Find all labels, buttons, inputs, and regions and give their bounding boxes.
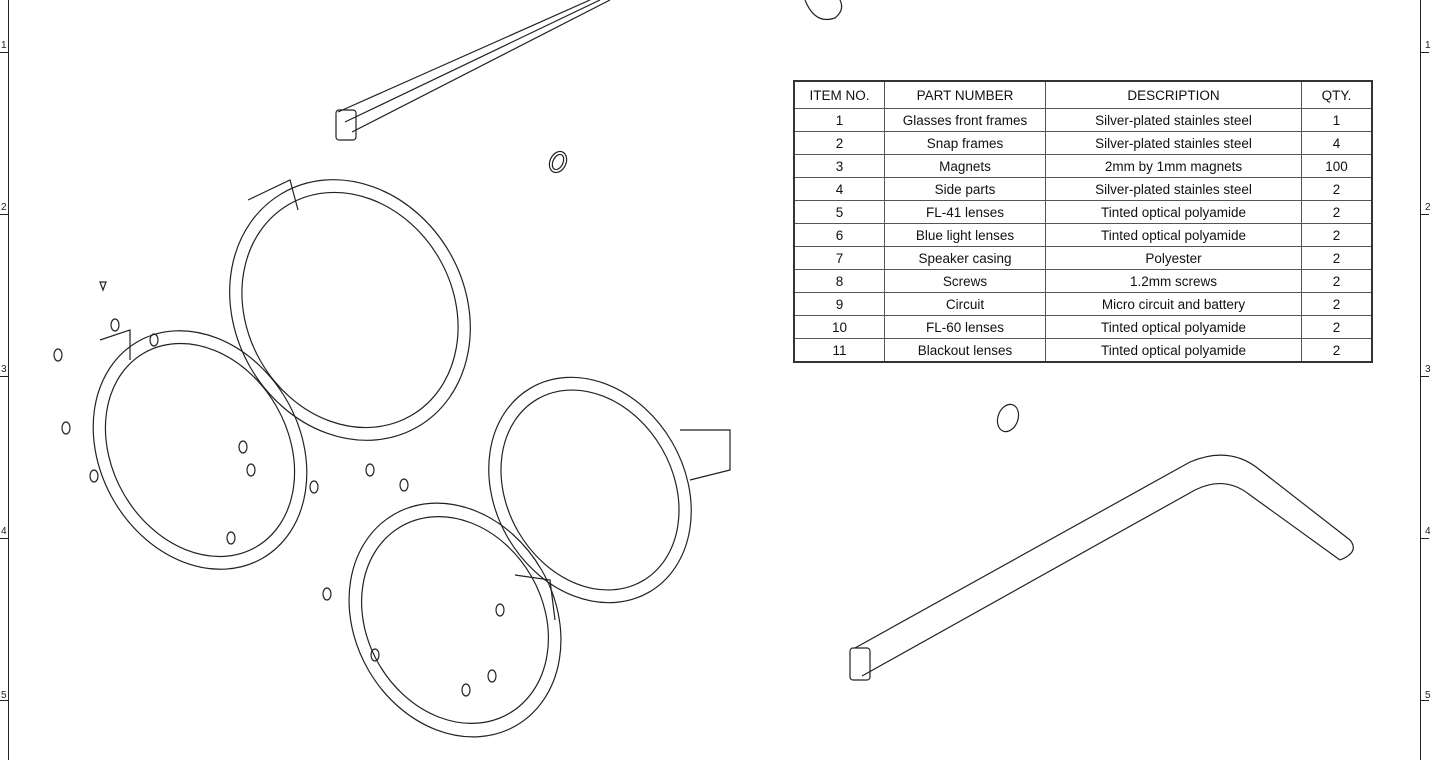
cell-description: Tinted optical polyamide (1045, 338, 1302, 363)
cell-qty: 2 (1301, 200, 1373, 224)
cell-description: Micro circuit and battery (1045, 292, 1302, 316)
front-frame-back (229, 179, 731, 604)
cell-qty: 2 (1301, 246, 1373, 270)
zone-label-right: 5 (1425, 690, 1431, 701)
front-frame-front (92, 329, 562, 738)
zone-divider (0, 214, 8, 215)
zone-label-left: 2 (1, 202, 7, 213)
cell-qty: 1 (1301, 108, 1373, 132)
cell-description: Tinted optical polyamide (1045, 223, 1302, 247)
header-qty: QTY. (1301, 80, 1373, 109)
cell-qty: 100 (1301, 154, 1373, 178)
cell-qty: 2 (1301, 315, 1373, 339)
zone-label-left: 3 (1, 364, 7, 375)
cell-description: 2mm by 1mm magnets (1045, 154, 1302, 178)
magnets (53, 318, 505, 697)
drawing-border-right (1420, 0, 1421, 760)
cell-part-number: Speaker casing (884, 246, 1046, 270)
zone-divider (1421, 52, 1429, 53)
cell-part-number: Glasses front frames (884, 108, 1046, 132)
cell-item-no: 2 (793, 131, 885, 155)
cell-description: Silver-plated stainles steel (1045, 131, 1302, 155)
cell-part-number: Snap frames (884, 131, 1046, 155)
cell-qty: 2 (1301, 269, 1373, 293)
temple-arm-top (335, 0, 611, 141)
zone-divider (0, 700, 8, 701)
cell-item-no: 11 (793, 338, 885, 363)
temple-arm-bottom (849, 454, 1354, 681)
cell-qty: 2 (1301, 292, 1373, 316)
cell-description: Silver-plated stainles steel (1045, 108, 1302, 132)
circuit-disc (996, 403, 1020, 433)
cell-description: 1.2mm screws (1045, 269, 1302, 293)
header-item-no: ITEM NO. (793, 80, 885, 109)
screw (99, 281, 107, 292)
cell-part-number: FL-60 lenses (884, 315, 1046, 339)
zone-divider (0, 376, 8, 377)
header-part-number: PART NUMBER (884, 80, 1046, 109)
magnet-ring-inner (551, 153, 565, 171)
cell-item-no: 10 (793, 315, 885, 339)
cell-item-no: 7 (793, 246, 885, 270)
table-header-row: ITEM NO. PART NUMBER DESCRIPTION QTY. (793, 80, 1373, 109)
header-description: DESCRIPTION (1045, 80, 1302, 109)
cell-part-number: Magnets (884, 154, 1046, 178)
cell-item-no: 1 (793, 108, 885, 132)
cell-part-number: Screws (884, 269, 1046, 293)
cell-description: Tinted optical polyamide (1045, 315, 1302, 339)
zone-label-left: 5 (1, 690, 7, 701)
zone-divider (1421, 700, 1429, 701)
zone-label-left: 4 (1, 526, 7, 537)
zone-label-left: 1 (1, 40, 7, 51)
cell-part-number: Blue light lenses (884, 223, 1046, 247)
cell-part-number: Blackout lenses (884, 338, 1046, 363)
zone-divider (1421, 538, 1429, 539)
zone-divider (0, 538, 8, 539)
cell-item-no: 9 (793, 292, 885, 316)
cell-item-no: 8 (793, 269, 885, 293)
cell-part-number: FL-41 lenses (884, 200, 1046, 224)
zone-label-right: 4 (1425, 526, 1431, 537)
drawing-border-left (8, 0, 9, 760)
speaker-casing-top (804, 0, 843, 21)
magnet-ring (548, 150, 568, 174)
cell-item-no: 4 (793, 177, 885, 201)
cell-description: Silver-plated stainles steel (1045, 177, 1302, 201)
zone-divider (1421, 214, 1429, 215)
cell-description: Tinted optical polyamide (1045, 200, 1302, 224)
cell-qty: 2 (1301, 223, 1373, 247)
cell-part-number: Side parts (884, 177, 1046, 201)
zone-label-right: 3 (1425, 364, 1431, 375)
zone-label-right: 2 (1425, 202, 1431, 213)
zone-label-right: 1 (1425, 40, 1431, 51)
cell-item-no: 6 (793, 223, 885, 247)
cell-qty: 4 (1301, 131, 1373, 155)
zone-divider (1421, 376, 1429, 377)
cell-item-no: 5 (793, 200, 885, 224)
cell-qty: 2 (1301, 338, 1373, 363)
cell-part-number: Circuit (884, 292, 1046, 316)
zone-divider (0, 52, 8, 53)
cell-description: Polyester (1045, 246, 1302, 270)
cell-item-no: 3 (793, 154, 885, 178)
cell-qty: 2 (1301, 177, 1373, 201)
